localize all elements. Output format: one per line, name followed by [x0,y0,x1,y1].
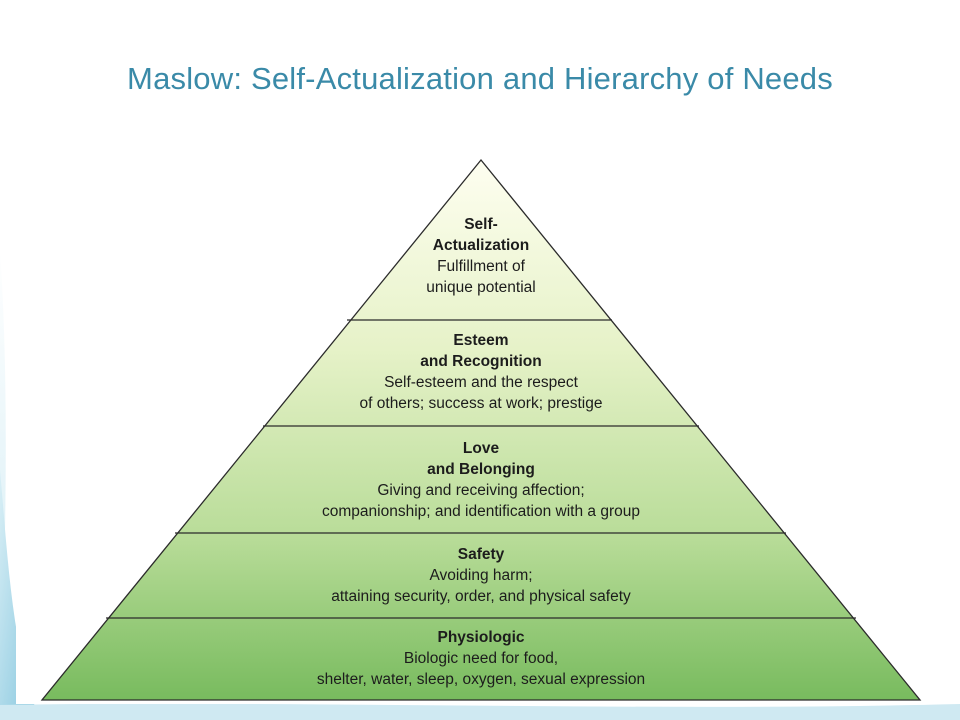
pyramid-body [40,158,922,701]
tier-self-actualization-title-line: Self- [464,216,498,233]
tier-self-actualization-title-line: Actualization [432,237,530,254]
tier-safety-description-line: attaining security, order, and physical … [331,588,631,605]
tier-self-actualization-description-line: Fulfillment of [437,258,525,275]
tier-love-belonging-title-line: Love [462,440,500,457]
tier-safety-description-line: Avoiding harm; [429,567,533,584]
slide-title: Maslow: Self-Actualization and Hierarchy… [80,58,880,99]
tier-esteem-description-line: of others; success at work; prestige [359,395,603,412]
tier-love-belonging-title-line: and Belonging [427,461,535,478]
tier-esteem-title-line: Esteem [453,332,509,349]
tier-love-belonging-description-line: companionship; and identification with a… [322,503,640,520]
tier-physiologic-title-line: Physiologic [437,629,525,646]
tier-self-actualization-description-line: unique potential [426,279,536,296]
pyramid-diagram [40,158,922,701]
background-wave-bottom [0,703,960,720]
slide-title-text: Maslow: Self-Actualization and Hierarchy… [127,61,833,96]
tier-physiologic-description-line: shelter, water, sleep, oxygen, sexual ex… [316,671,646,688]
tier-physiologic-description-line: Biologic need for food, [403,650,559,667]
tier-esteem-title-line: and Recognition [420,353,542,370]
tier-love-belonging-description-line: Giving and receiving affection; [377,482,585,499]
tier-esteem-description-line: Self-esteem and the respect [384,374,578,391]
tier-safety-title-line: Safety [457,546,505,563]
background-wave-lower [0,470,40,720]
